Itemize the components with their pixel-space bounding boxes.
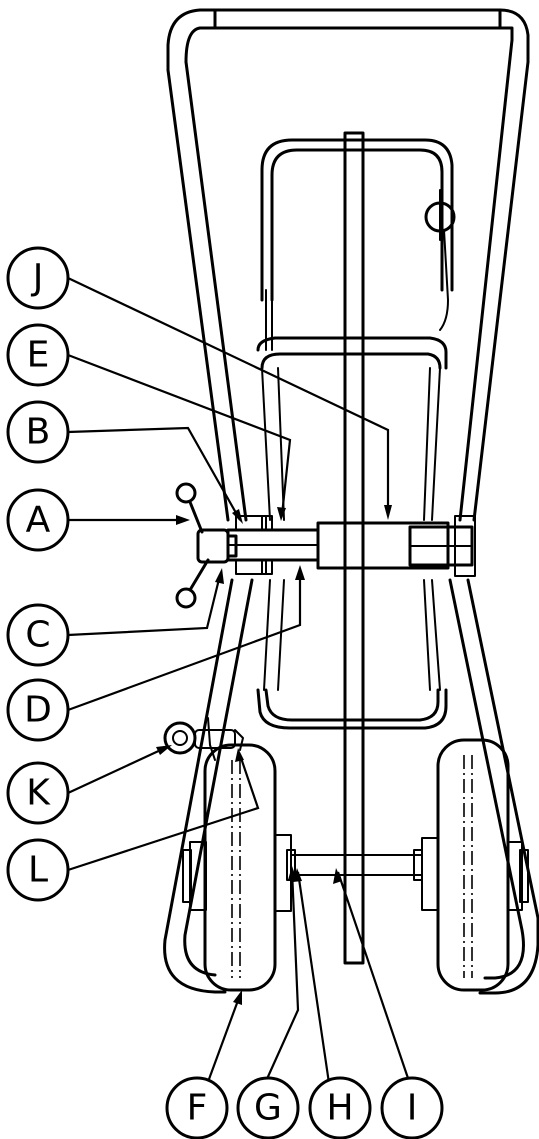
callout-a: A <box>6 488 70 552</box>
callout-circle <box>6 400 70 464</box>
outer-frame <box>166 8 530 522</box>
callout-circle <box>165 1076 229 1139</box>
leader-lines <box>67 277 414 1091</box>
callout-f: F <box>165 1076 229 1139</box>
callout-label: A <box>26 500 51 541</box>
tension-knob <box>175 482 238 609</box>
latch-pin <box>424 189 456 331</box>
inner-cradle <box>256 138 454 730</box>
right-wheel <box>421 738 529 992</box>
center-bar <box>343 131 365 965</box>
callout-h: H <box>308 1076 372 1139</box>
callout-label: I <box>407 1088 418 1129</box>
callout-l: L <box>6 838 70 902</box>
callout-e: E <box>6 323 70 387</box>
callout-label: B <box>26 412 51 453</box>
callout-label: L <box>28 850 48 891</box>
callout-circle <box>6 323 70 387</box>
callout-bubbles: A B CD E F G H I J KL <box>6 246 444 1139</box>
callout-label: D <box>24 690 52 731</box>
callout-label: G <box>254 1088 282 1129</box>
callout-d: D <box>6 678 70 742</box>
callout-circle <box>380 1076 444 1139</box>
callout-i: I <box>380 1076 444 1139</box>
callout-j: J <box>6 246 70 310</box>
callout-circle <box>6 603 70 667</box>
callout-b: B <box>6 400 70 464</box>
callout-g: G <box>236 1076 300 1139</box>
callout-circle <box>236 1076 300 1139</box>
callout-circle <box>6 678 70 742</box>
callout-label: E <box>27 335 50 376</box>
callout-k: K <box>6 761 70 825</box>
callout-label: J <box>31 258 44 299</box>
left-wheel <box>182 743 292 992</box>
callout-c: C <box>6 603 70 667</box>
hook-clip <box>163 717 244 761</box>
axle-assembly <box>226 515 476 577</box>
callout-circle <box>6 761 70 825</box>
callout-circle <box>308 1076 372 1139</box>
callout-circle <box>6 246 70 310</box>
callout-circle <box>6 838 70 902</box>
wheel-axle <box>286 849 423 881</box>
callout-label: K <box>26 773 51 814</box>
callout-label: F <box>187 1088 208 1129</box>
callout-label: H <box>326 1088 353 1129</box>
lower-frame <box>163 578 539 995</box>
callout-label: C <box>25 615 50 656</box>
callout-circle <box>6 488 70 552</box>
